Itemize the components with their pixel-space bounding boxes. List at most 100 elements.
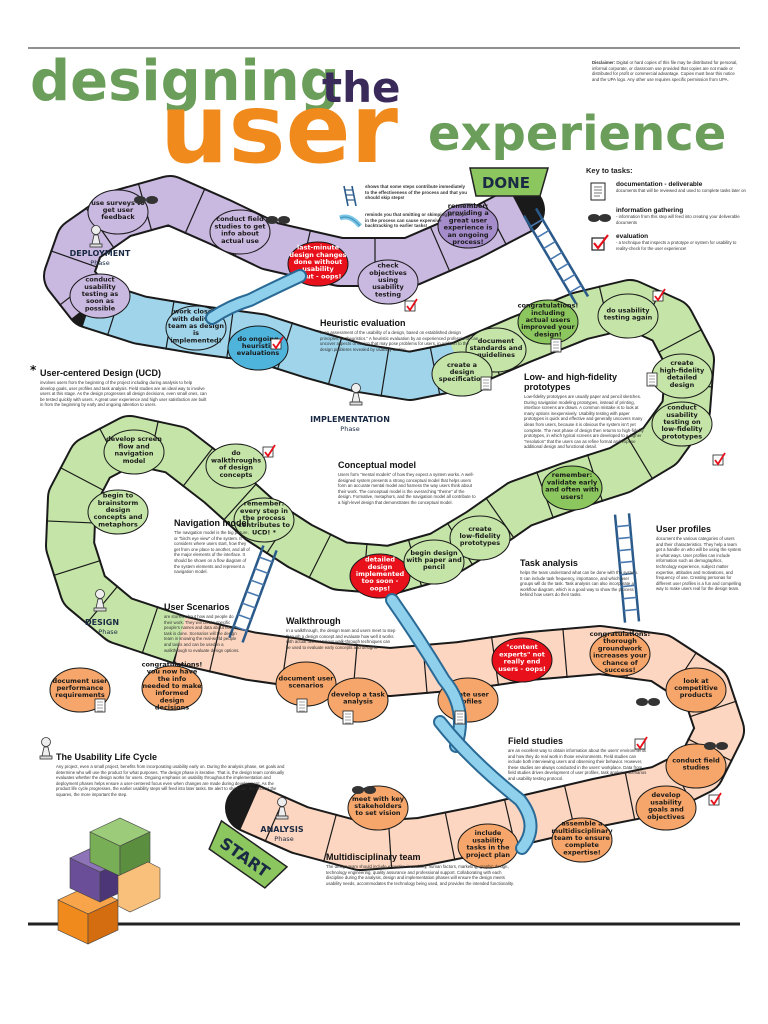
board-extras: [39, 196, 728, 855]
block-heuristic-title: Heuristic evaluation: [320, 318, 406, 328]
document-icon: [296, 698, 308, 713]
checkbox-icon: [404, 298, 418, 312]
ladder-rung: [620, 572, 635, 576]
ladder-legend: shows that some steps contribute immedia…: [338, 184, 470, 208]
square-text-line: experts" not: [499, 650, 545, 658]
square-text-line: testing on: [663, 418, 701, 426]
checkbox-icon: [591, 234, 609, 251]
square-text-line: create: [670, 359, 694, 367]
square-divider: [59, 466, 105, 492]
square-text-line: concepts: [220, 471, 253, 479]
block-heuristic: Heuristic evaluation is an assessment of…: [320, 318, 480, 352]
lens: [364, 786, 376, 794]
square-divider: [50, 250, 98, 268]
slide-legend-text: reminds you that omitting or skimping on…: [365, 212, 467, 229]
doc-page: [94, 698, 106, 713]
square-text-line: possible: [85, 304, 116, 312]
square-text-line: model: [123, 457, 146, 465]
block-profiles-title: User profiles: [656, 524, 712, 534]
ladder-rung: [621, 584, 636, 588]
pawn-base: [275, 815, 289, 820]
square-text-line: competitive: [674, 684, 718, 692]
square-divider: [624, 771, 636, 821]
square-text-line: usability: [302, 265, 334, 273]
square-text-line: profiles: [454, 698, 482, 706]
square-divider: [485, 497, 515, 539]
square-divider: [689, 700, 737, 718]
slide-icon: [339, 214, 362, 228]
pawn-body: [351, 392, 361, 403]
block-lifecycle-text: Any project, even a small project, benef…: [56, 764, 285, 797]
square-text-line: look at: [683, 677, 708, 685]
square-text-line: you now have: [147, 668, 198, 676]
square-bg: [651, 401, 713, 447]
square-bg: [589, 631, 651, 677]
square-text-line: products: [680, 691, 713, 699]
square-text-line: develop: [651, 791, 680, 799]
square-text-line: studies: [683, 764, 710, 772]
square-text-line: project plan: [466, 851, 510, 859]
square-text-line: get user: [103, 206, 134, 214]
block-scenarios: User Scenarios are stories about how and…: [164, 602, 242, 653]
doc-page: [480, 376, 492, 391]
square-text-line: process!: [452, 238, 483, 246]
square-bg: [541, 465, 603, 511]
square-bg: [141, 665, 203, 711]
square-divider: [222, 483, 258, 521]
ladder-rung: [254, 567, 269, 575]
square-text-line: providing a: [447, 209, 489, 217]
square-text-line: "content: [506, 643, 538, 651]
square-text-line: begin design: [410, 549, 458, 557]
square-text-line: scenarios: [289, 682, 324, 690]
square-text-line: thorough: [603, 637, 637, 645]
block-task-title: Task analysis: [520, 558, 578, 568]
square-text-line: team as design: [168, 322, 224, 330]
ladder-rung: [569, 284, 582, 294]
block-ucd: User-centered Design (UCD) involves user…: [40, 368, 208, 408]
square-text-line: assemble a: [561, 820, 602, 828]
block-field: Field studies are an excellent way to ob…: [508, 736, 648, 782]
key-row-evaluation: evaluation - a technique that inspects a…: [586, 233, 746, 253]
square-bg: [517, 299, 579, 345]
block-conceptual: Conceptual model Users form "mental mode…: [338, 460, 478, 506]
square-bg: [597, 293, 659, 339]
square-text-line: conduct: [667, 404, 696, 412]
pawn-head: [277, 797, 287, 807]
square-text-line: include: [475, 829, 502, 837]
slide-last-minute: [205, 269, 307, 325]
document-icon: [646, 372, 658, 387]
title-designing: designing: [30, 49, 340, 114]
block-conceptual-text: Users form "mental models" of how they e…: [338, 472, 476, 505]
glasses-icon: [636, 698, 660, 706]
square-text-line: analysis: [343, 698, 373, 706]
checkbox-icon: [652, 288, 666, 302]
square-bg: [431, 351, 493, 397]
square-text-line: design: [670, 381, 695, 389]
square-text-line: users!: [561, 493, 584, 501]
square-text-line: conduct field: [216, 215, 264, 223]
square-text-line: design: [450, 368, 475, 376]
square-text-line: validate early: [547, 478, 598, 486]
square-text-line: feedback: [101, 213, 135, 221]
cubes-illustration: [57, 817, 161, 945]
square-text-line: requirements: [55, 691, 105, 699]
square-text-line: low-fidelity: [661, 425, 703, 433]
document-icon: [480, 376, 492, 391]
title-experience: experience: [428, 106, 726, 162]
square-text-line: objectives: [369, 269, 407, 277]
square-text-line: oops!: [370, 584, 390, 592]
square-bg: [403, 539, 465, 585]
square-bg: [665, 743, 727, 789]
square-text-line: brainstorm: [98, 499, 139, 507]
